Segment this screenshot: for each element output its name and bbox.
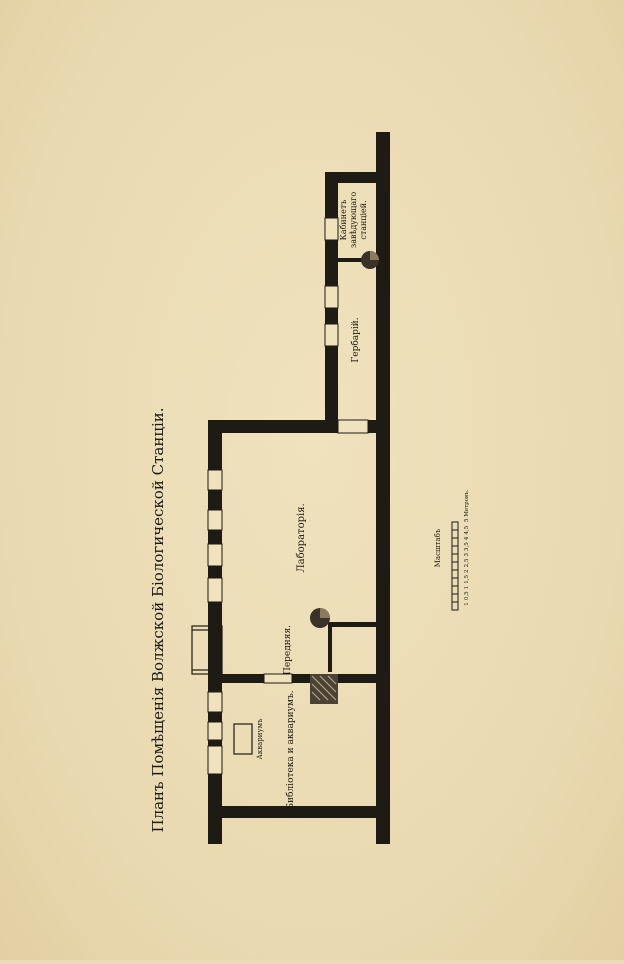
scale-caption: Масштабъ (434, 528, 442, 567)
scale-tick-labels: 10,511,522,533,544,55 Метровъ. (464, 489, 470, 605)
label-library: Библіотека и аквариумъ. (285, 690, 296, 809)
hall-partition-upper (330, 622, 378, 627)
label-cabinet-3: станціей. (359, 200, 368, 239)
hall-partition-vertical (328, 622, 332, 672)
label-laboratory: Лабораторія. (296, 503, 307, 572)
label-cabinet-2: завѣдующаго (349, 192, 358, 248)
lab-door (337, 419, 369, 434)
outer-wall-right (376, 132, 390, 844)
window (207, 577, 223, 603)
scale-tick-label: 3,5 (464, 542, 470, 551)
round-stove-lab (310, 608, 330, 628)
label-hall: Передняя. (283, 625, 293, 675)
label-herbarium: Гербарій. (350, 317, 361, 362)
lab-top-wall (210, 420, 338, 433)
window (324, 285, 339, 309)
window (207, 691, 223, 713)
scale-tick-label: 3 (464, 553, 470, 557)
scale-tick-label: 1 (464, 586, 470, 590)
window (324, 323, 339, 347)
label-cabinet-1: Кабинетъ (339, 200, 348, 241)
scale-tick-label: 1,5 (464, 575, 470, 584)
stove (310, 674, 338, 704)
entrance-porch (191, 625, 223, 675)
wing-windows (324, 217, 339, 347)
window (207, 721, 223, 741)
scale-tick-label: 1 (464, 602, 470, 606)
left-windows (207, 469, 223, 775)
aquarium-box (233, 723, 253, 755)
outer-wall-bottom (208, 806, 390, 818)
scale-tick-label: 4,5 (464, 525, 470, 534)
scale-tick-label: 4 (464, 536, 470, 540)
window (207, 543, 223, 567)
cabinet-partition (338, 258, 376, 262)
library-partition-left (222, 674, 264, 683)
wing-top-wall (325, 172, 377, 183)
window (207, 745, 223, 775)
scale-tick-label: 0,5 (464, 591, 470, 600)
round-stove-cabinet (361, 251, 379, 269)
lab-top-wall-right (368, 420, 378, 433)
window (207, 469, 223, 491)
label-aquarium: Аквариумъ (256, 718, 264, 760)
window (207, 509, 223, 531)
plan-title: Планъ Помѣщенія Волжской Біологической С… (149, 407, 167, 832)
library-door (263, 673, 293, 684)
scale-bar: Масштабъ 10,511,522,533,544,55 Метровъ. (434, 489, 470, 611)
scale-tick-label: 5 Метровъ. (464, 489, 470, 522)
window (324, 217, 339, 241)
scale-tick-label: 2,5 (464, 558, 470, 567)
scale-tick-label: 2 (464, 569, 470, 573)
